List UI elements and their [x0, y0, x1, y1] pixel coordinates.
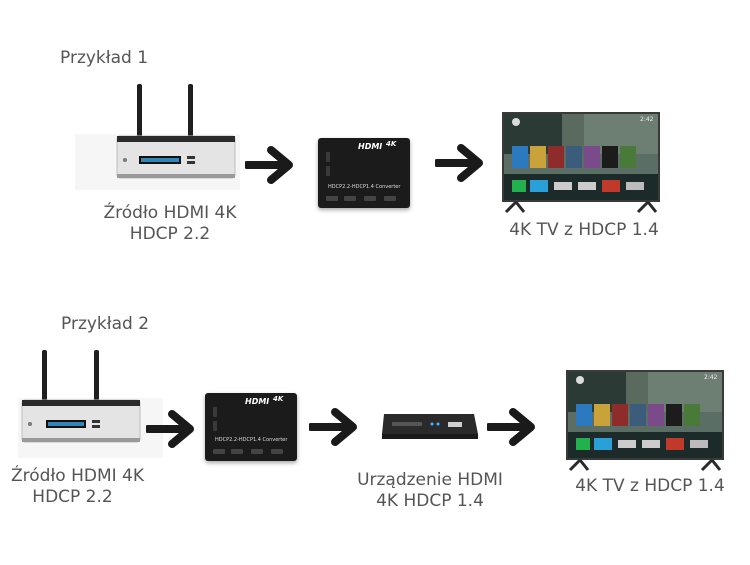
source-label-line2: HDCP 2.2 — [129, 224, 211, 244]
example2-title: Przykład 2 — [61, 314, 150, 334]
arrow-right-icon — [435, 142, 487, 184]
tv-icon: 2:42 — [502, 112, 662, 214]
example1-title: Przykład 1 — [60, 48, 149, 68]
converter-text: HDCP2.2-HDCP1.4 Converter — [328, 184, 401, 190]
converter-text: HDCP2.2-HDCP1.4 Converter — [215, 437, 288, 443]
arrow-right-icon — [245, 144, 297, 186]
arrow-right-icon — [309, 406, 361, 448]
source-device-icon — [18, 350, 163, 458]
converter-badge: 4K — [386, 140, 397, 148]
tv-label: 4K TV z HDCP 1.4 — [509, 220, 659, 240]
arrow-right-icon — [146, 408, 198, 450]
source-label-line1: Źródło HDMI 4K — [103, 203, 237, 223]
converter-brand: HDMI — [358, 142, 383, 151]
source-label-line2: HDCP 2.2 — [32, 487, 113, 507]
hdmi-device-icon — [380, 408, 480, 442]
converter-brand: HDMI — [245, 397, 270, 406]
hdmi-device-label-line1: Urządzenie HDMI — [357, 470, 503, 490]
tv-label: 4K TV z HDCP 1.4 — [575, 476, 725, 496]
tv-clock: 2:42 — [704, 374, 718, 381]
converter-badge: 4K — [273, 395, 284, 403]
hdmi-device-label-line2: 4K HDCP 1.4 — [376, 491, 484, 511]
tv-clock: 2:42 — [640, 116, 654, 123]
converter-box-icon: HDMI 4K HDCP2.2-HDCP1.4 Converter — [318, 138, 410, 208]
converter-box-icon: HDMI 4K HDCP2.2-HDCP1.4 Converter — [205, 393, 297, 461]
arrow-right-icon — [487, 406, 539, 448]
source-label-line1: Źródło HDMI 4K — [10, 466, 144, 486]
tv-icon: 2:42 — [566, 370, 726, 472]
source-device-icon — [75, 84, 240, 192]
